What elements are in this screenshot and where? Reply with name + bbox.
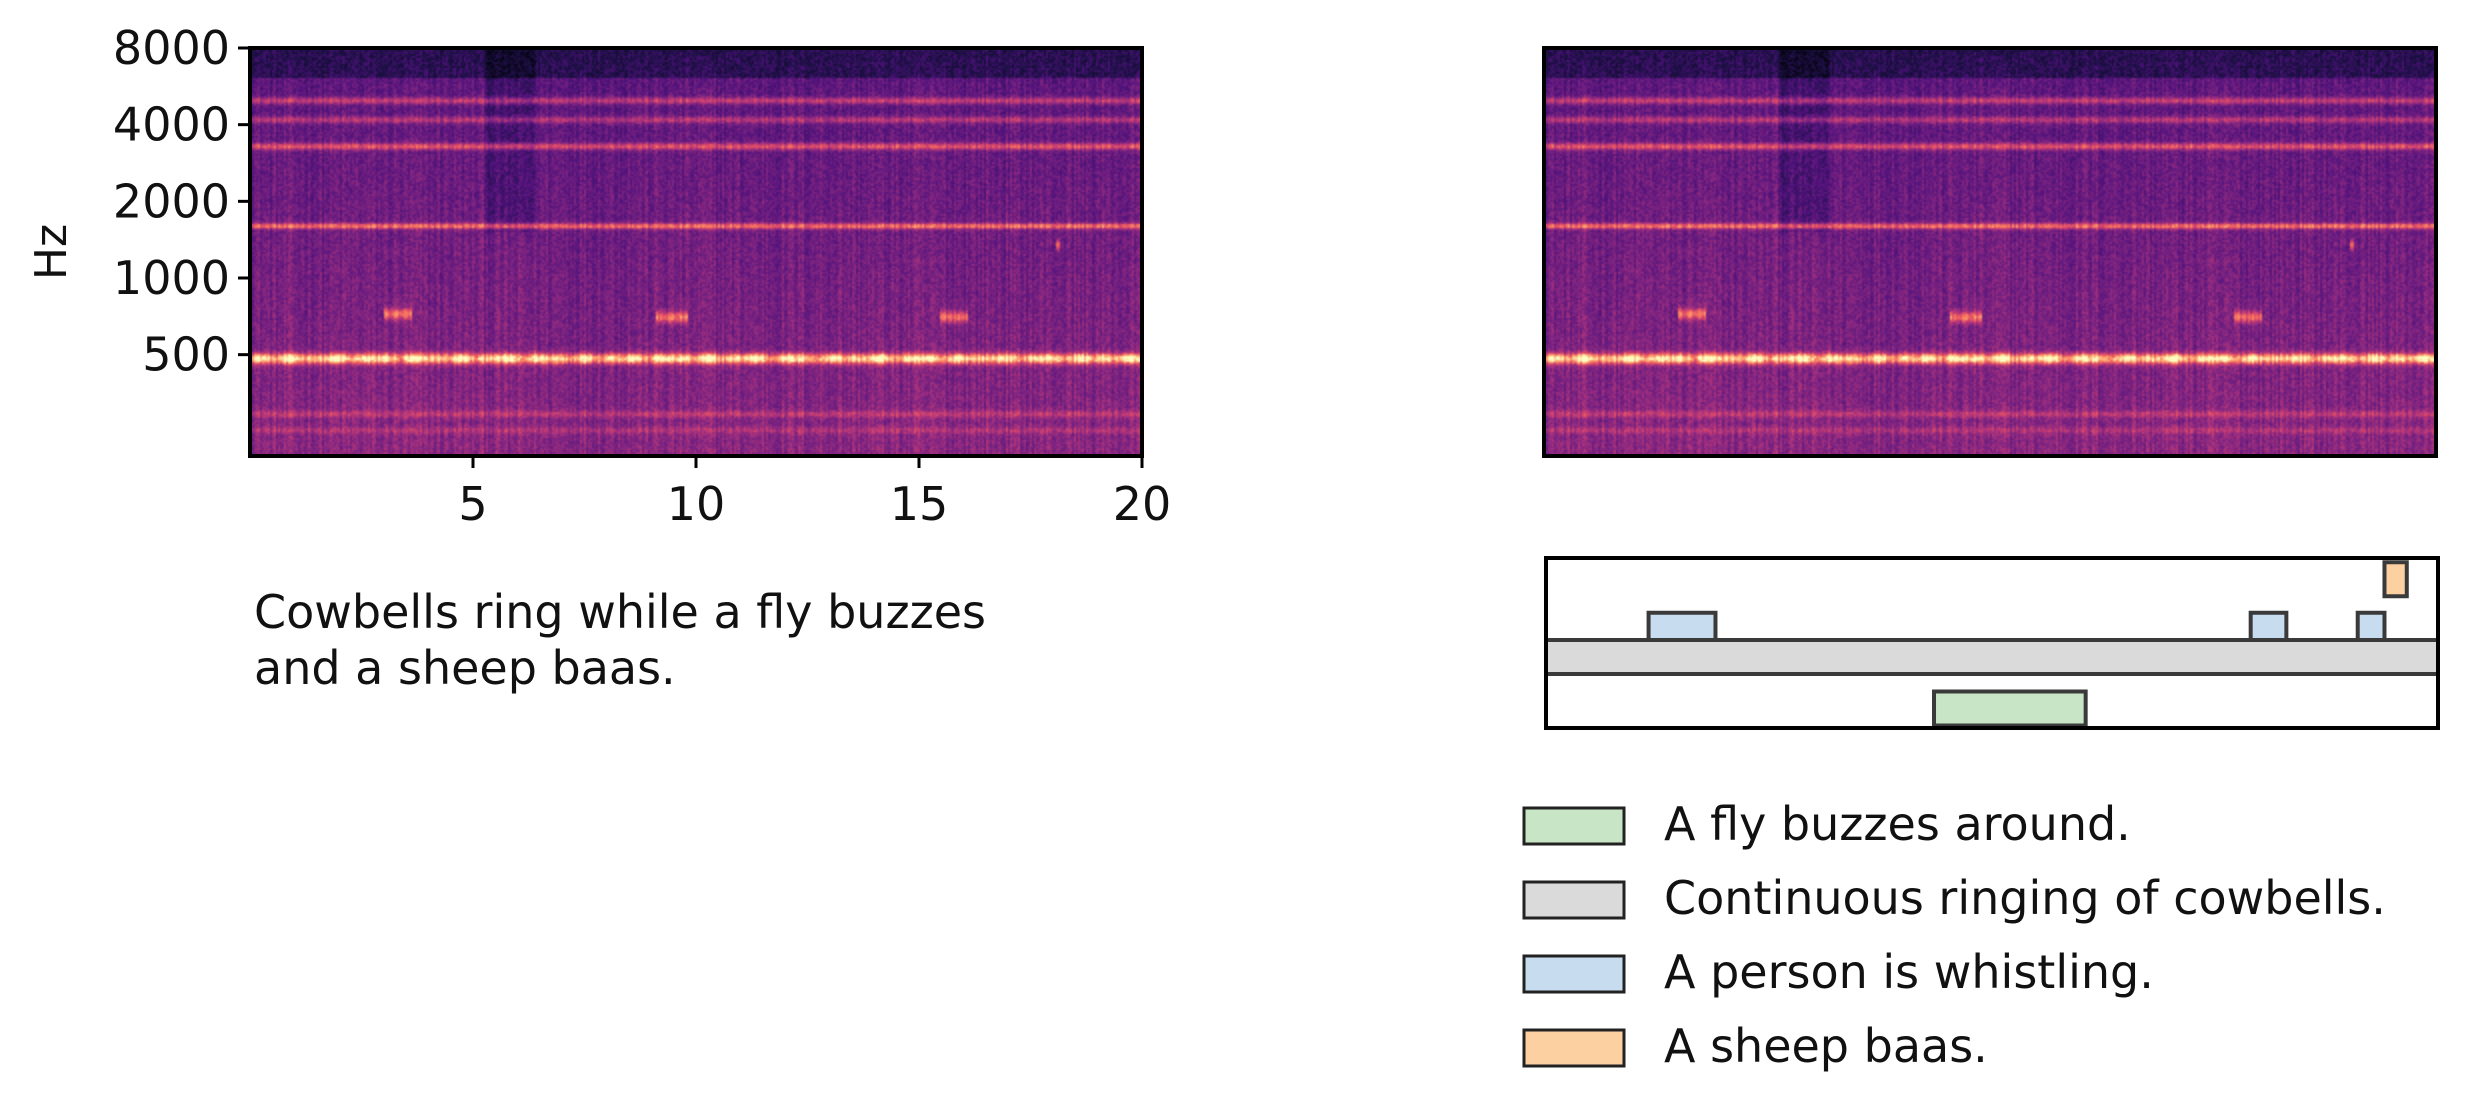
spectrogram-left-image (250, 48, 1142, 456)
legend-item: A sheep baas. (1522, 1019, 1988, 1073)
y-tick-label: 4000 (113, 98, 230, 152)
legend-item: A person is whistling. (1522, 945, 2154, 999)
legend-item: Continuous ringing of cowbells. (1522, 871, 2386, 925)
spectrogram-right-image (1544, 48, 2436, 456)
legend-swatch (1522, 880, 1626, 920)
caption-line-1: Cowbells ring while a fly buzzes (254, 585, 987, 639)
event-timeline (1544, 556, 2440, 730)
legend: A fly buzzes around. Continuous ringing o… (1522, 797, 2386, 1073)
timeline-segment (1544, 638, 2440, 676)
timeline-segment (2382, 560, 2409, 599)
caption-line-2: and a sheep baas. (254, 641, 676, 695)
timeline-segment (1932, 689, 2088, 728)
legend-label: Continuous ringing of cowbells. (1664, 871, 2386, 925)
legend-swatch (1522, 954, 1626, 994)
y-tick-label: 500 (142, 328, 230, 382)
x-tick-label: 20 (1113, 477, 1172, 531)
spectrogram-right (1542, 46, 2438, 458)
timeline-frame (1544, 556, 2440, 730)
legend-item: A fly buzzes around. (1522, 797, 2131, 851)
legend-label: A sheep baas. (1664, 1019, 1988, 1073)
y-tick-label: 8000 (113, 21, 230, 75)
x-tick-label: 15 (890, 477, 949, 531)
timeline-segments (1544, 560, 2440, 728)
y-tick-label: 2000 (113, 174, 230, 228)
x-tick-label: 5 (458, 477, 487, 531)
legend-swatch (1522, 1028, 1626, 1068)
spectrogram-right-frame (1542, 46, 2438, 458)
caption: Cowbells ring while a fly buzzes and a s… (254, 584, 986, 696)
left-x-axis: 5 10 15 20 (458, 456, 1171, 531)
legend-label: A fly buzzes around. (1664, 797, 2131, 851)
x-tick-label: 10 (667, 477, 726, 531)
spectrogram-left: 5 10 15 20 500 1000 2000 4000 8000 Hz (26, 21, 1171, 531)
y-tick-label: 1000 (113, 251, 230, 305)
left-y-axis: 500 1000 2000 4000 8000 (113, 21, 250, 382)
y-axis-label: Hz (26, 224, 77, 280)
legend-swatch (1522, 806, 1626, 846)
legend-label: A person is whistling. (1664, 945, 2154, 999)
